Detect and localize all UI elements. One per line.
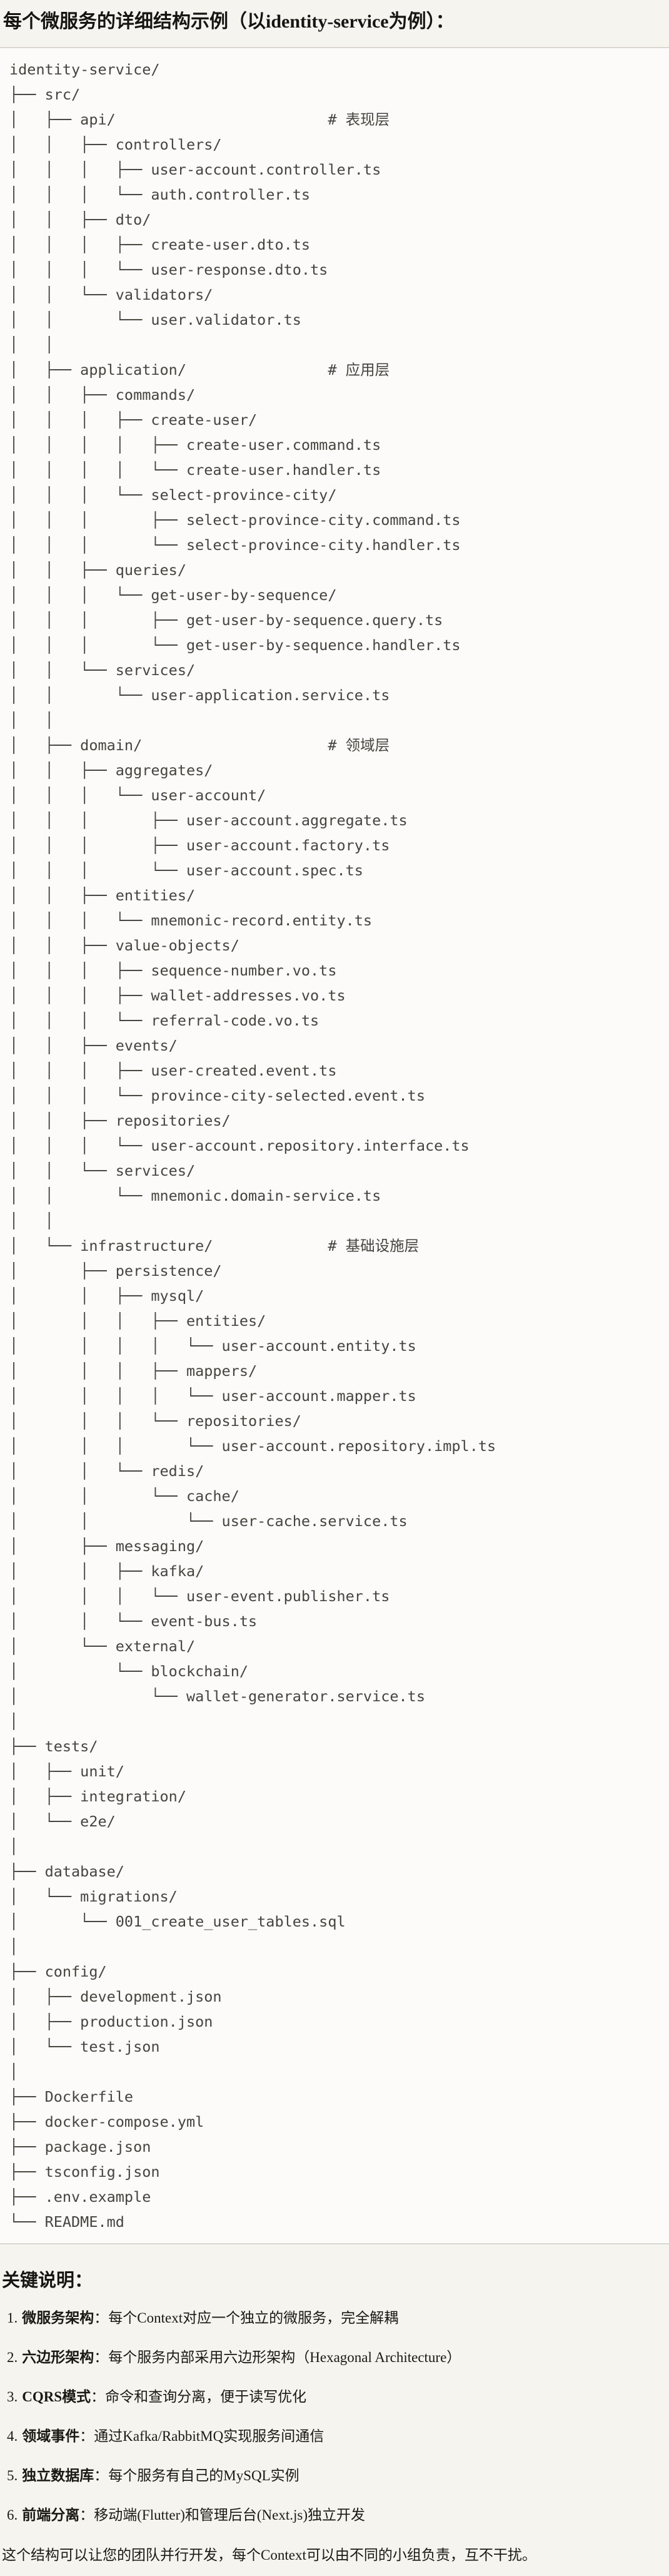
note-number: 3. bbox=[7, 2389, 18, 2405]
key-notes-section: 关键说明： 1.微服务架构：每个Context对应一个独立的微服务，完全解耦 2… bbox=[0, 2269, 669, 2565]
note-colon: ： bbox=[94, 2349, 109, 2365]
note-term: 前端分离 bbox=[22, 2507, 80, 2523]
note-colon: ： bbox=[94, 2310, 109, 2326]
note-item: 1.微服务架构：每个Context对应一个独立的微服务，完全解耦 bbox=[7, 2308, 665, 2328]
note-item: 4.领域事件：通过Kafka/RabbitMQ实现服务间通信 bbox=[7, 2426, 665, 2446]
note-desc: 每个服务内部采用六边形架构（Hexagonal Architecture） bbox=[108, 2349, 461, 2365]
closing-paragraph: 这个结构可以让您的团队并行开发，每个Context可以由不同的小组负责，互不干扰… bbox=[2, 2547, 536, 2563]
note-term: 六边形架构 bbox=[22, 2349, 94, 2365]
note-term: 独立数据库 bbox=[22, 2468, 94, 2483]
note-item: 2.六边形架构：每个服务内部采用六边形架构（Hexagonal Architec… bbox=[7, 2348, 665, 2368]
note-desc: 移动端(Flutter)和管理后台(Next.js)独立开发 bbox=[94, 2507, 366, 2523]
note-term: CQRS模式 bbox=[22, 2389, 91, 2405]
note-number: 2. bbox=[7, 2349, 18, 2365]
note-number: 4. bbox=[7, 2428, 18, 2444]
note-colon: ： bbox=[91, 2389, 106, 2405]
note-term: 领域事件 bbox=[22, 2428, 80, 2444]
note-colon: ： bbox=[79, 2507, 94, 2523]
code-block: identity-service/ ├── src/ │ ├── api/ # … bbox=[0, 47, 669, 2244]
note-desc: 通过Kafka/RabbitMQ实现服务间通信 bbox=[94, 2428, 324, 2444]
note-colon: ： bbox=[94, 2468, 109, 2483]
note-item: 3.CQRS模式：命令和查询分离，便于读写优化 bbox=[7, 2387, 665, 2407]
note-desc: 命令和查询分离，便于读写优化 bbox=[105, 2389, 307, 2405]
note-item: 5. 独立数据库：每个服务有自己的MySQL实例 bbox=[7, 2466, 665, 2486]
page-title: 每个微服务的详细结构示例（以identity-service为例）： bbox=[3, 11, 455, 32]
directory-tree: identity-service/ ├── src/ │ ├── api/ # … bbox=[9, 61, 496, 2231]
note-number: 6. bbox=[7, 2507, 18, 2523]
note-term: 微服务架构 bbox=[22, 2310, 94, 2326]
note-desc: 每个服务有自己的MySQL实例 bbox=[108, 2468, 299, 2483]
key-notes-list: 1.微服务架构：每个Context对应一个独立的微服务，完全解耦 2.六边形架构… bbox=[2, 2308, 665, 2525]
note-item: 6.前端分离：移动端(Flutter)和管理后台(Next.js)独立开发 bbox=[7, 2505, 665, 2525]
note-number: 5. bbox=[7, 2468, 18, 2483]
note-colon: ： bbox=[79, 2428, 94, 2444]
notes-heading: 关键说明： bbox=[2, 2271, 93, 2291]
note-number: 1. bbox=[7, 2310, 18, 2326]
note-desc: 每个Context对应一个独立的微服务，完全解耦 bbox=[108, 2310, 399, 2326]
